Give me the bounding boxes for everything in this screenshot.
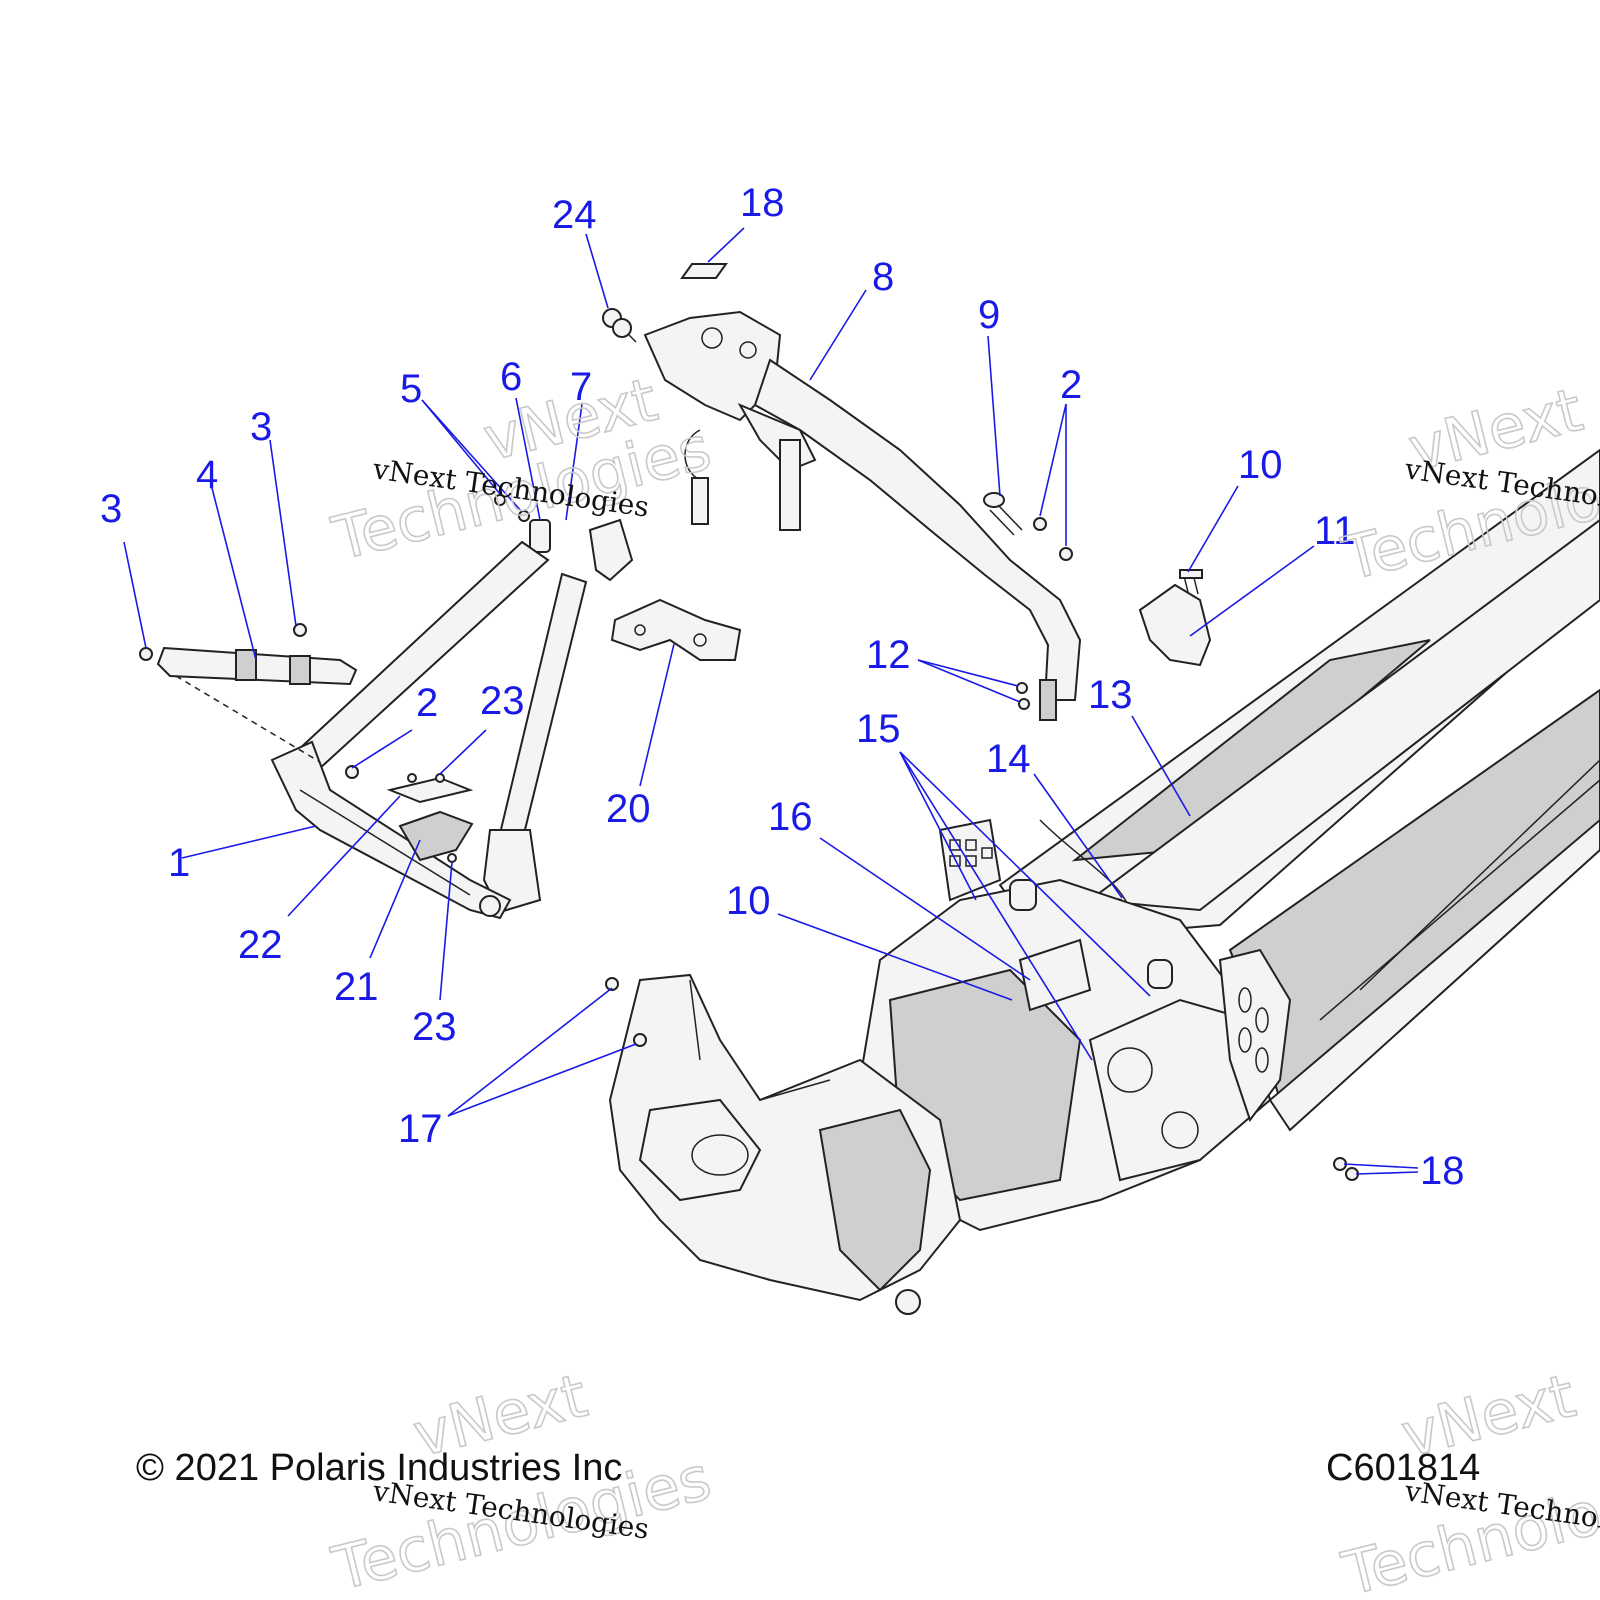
leader-22 xyxy=(287,795,401,917)
part-6-7-brackets xyxy=(529,518,634,582)
callout-10: 10 xyxy=(726,879,771,923)
part-2-nut-b xyxy=(1059,547,1073,561)
leader-23b xyxy=(439,861,453,1001)
callout-8: 8 xyxy=(872,255,894,299)
leader-15a xyxy=(899,751,977,901)
leader-17a xyxy=(447,987,613,1117)
callout-16: 16 xyxy=(768,795,813,839)
part-18-bolts xyxy=(1333,1157,1359,1181)
leader-18a xyxy=(1343,1163,1419,1169)
part-10-screws-upper xyxy=(1179,569,1203,595)
callout-5: 5 xyxy=(400,367,422,411)
callout-24: 24 xyxy=(552,193,597,237)
leader-13 xyxy=(1131,715,1191,817)
leader-19 xyxy=(639,643,675,787)
callout-17: 17 xyxy=(398,1107,443,1151)
leader-3b xyxy=(269,439,297,627)
leader-18b xyxy=(1355,1171,1419,1175)
leader-6 xyxy=(515,397,541,521)
part-2-nut-a xyxy=(1033,517,1047,531)
part-5-bolt-a xyxy=(494,494,506,506)
callout-11: 11 xyxy=(1314,509,1356,553)
part-13-tunnel xyxy=(998,448,1600,1132)
leader-8 xyxy=(809,289,867,381)
part-rear-strut xyxy=(482,572,588,914)
copyright-text: © 2021 Polaris Industries Inc xyxy=(136,1447,622,1489)
callout-10: 10 xyxy=(1238,443,1283,487)
leader-24 xyxy=(585,233,609,309)
part-main-chassis xyxy=(858,818,1292,1232)
part-drawings xyxy=(139,263,1600,1315)
callout-1: 1 xyxy=(168,841,190,885)
leader-lines xyxy=(123,227,1419,1175)
callout-labels: 3 4 3 5 6 7 24 18 8 9 2 10 11 12 13 14 1… xyxy=(100,181,1465,1193)
leader-2c xyxy=(351,729,413,769)
callout-18: 18 xyxy=(1420,1149,1465,1193)
callout-2: 2 xyxy=(1060,363,1082,407)
leader-12b xyxy=(917,659,1021,703)
callout-14: 14 xyxy=(986,737,1031,781)
leader-9 xyxy=(987,335,1001,497)
part-11-bracket xyxy=(1138,583,1212,667)
callout-3: 3 xyxy=(250,405,272,449)
callout-6: 6 xyxy=(500,355,522,399)
leader-20 xyxy=(707,227,745,263)
part-23-screw-c xyxy=(447,853,457,863)
part-3-bolt-b xyxy=(293,623,307,637)
part-front-strut xyxy=(294,540,550,772)
leader-7 xyxy=(565,403,583,521)
leader-11 xyxy=(1189,545,1315,637)
drawing-id: C601814 xyxy=(1326,1447,1480,1489)
callout-21: 21 xyxy=(334,965,379,1009)
leader-23a xyxy=(439,729,487,775)
leader-12a xyxy=(917,659,1019,687)
callout-7: 7 xyxy=(570,365,592,409)
leader-1 xyxy=(181,825,317,859)
callout-2: 2 xyxy=(416,681,438,725)
leader-10a xyxy=(1187,485,1239,573)
leader-4 xyxy=(211,487,257,661)
callout-23: 23 xyxy=(412,1005,457,1049)
part-24-clamp xyxy=(602,308,637,343)
part-8-upper-frame xyxy=(643,310,1082,721)
callout-9: 9 xyxy=(978,293,1000,337)
leader-15c xyxy=(899,751,1151,997)
part-lower-front-frame xyxy=(608,973,962,1315)
callout-15: 15 xyxy=(856,707,901,751)
part-9-bolt xyxy=(983,492,1023,536)
callout-20: 18 xyxy=(740,181,785,225)
part-20-label xyxy=(680,263,728,279)
part-23-screw-b xyxy=(435,773,445,783)
leader-17b xyxy=(447,1043,637,1117)
callout-13: 13 xyxy=(1088,673,1133,717)
part-4-link xyxy=(156,646,358,763)
part-22-gasket xyxy=(386,776,474,804)
part-21-plate xyxy=(398,810,474,862)
callout-22: 22 xyxy=(238,923,283,967)
part-1-front-frame xyxy=(270,740,512,920)
part-2-nut-c xyxy=(345,765,359,779)
leader-10b xyxy=(777,913,1013,1001)
part-23-screw-a xyxy=(407,773,417,783)
callout-19: 20 xyxy=(606,787,651,831)
part-3-bolt-a xyxy=(139,647,153,661)
callout-23: 23 xyxy=(480,679,525,723)
part-5-bolt-b xyxy=(518,510,530,522)
callout-3: 3 xyxy=(100,487,122,531)
callout-12: 12 xyxy=(866,633,911,677)
leader-2a xyxy=(1039,403,1067,517)
part-17-bolts xyxy=(605,977,647,1047)
callout-4: 4 xyxy=(196,453,218,497)
part-12-screws xyxy=(1016,682,1030,710)
leader-15b xyxy=(899,751,1093,1061)
leader-5b xyxy=(421,399,523,513)
part-19-bracket xyxy=(610,598,742,661)
leader-3a xyxy=(123,541,147,649)
leader-21 xyxy=(369,839,421,959)
leader-14 xyxy=(1033,773,1123,899)
leader-16 xyxy=(819,837,1031,981)
